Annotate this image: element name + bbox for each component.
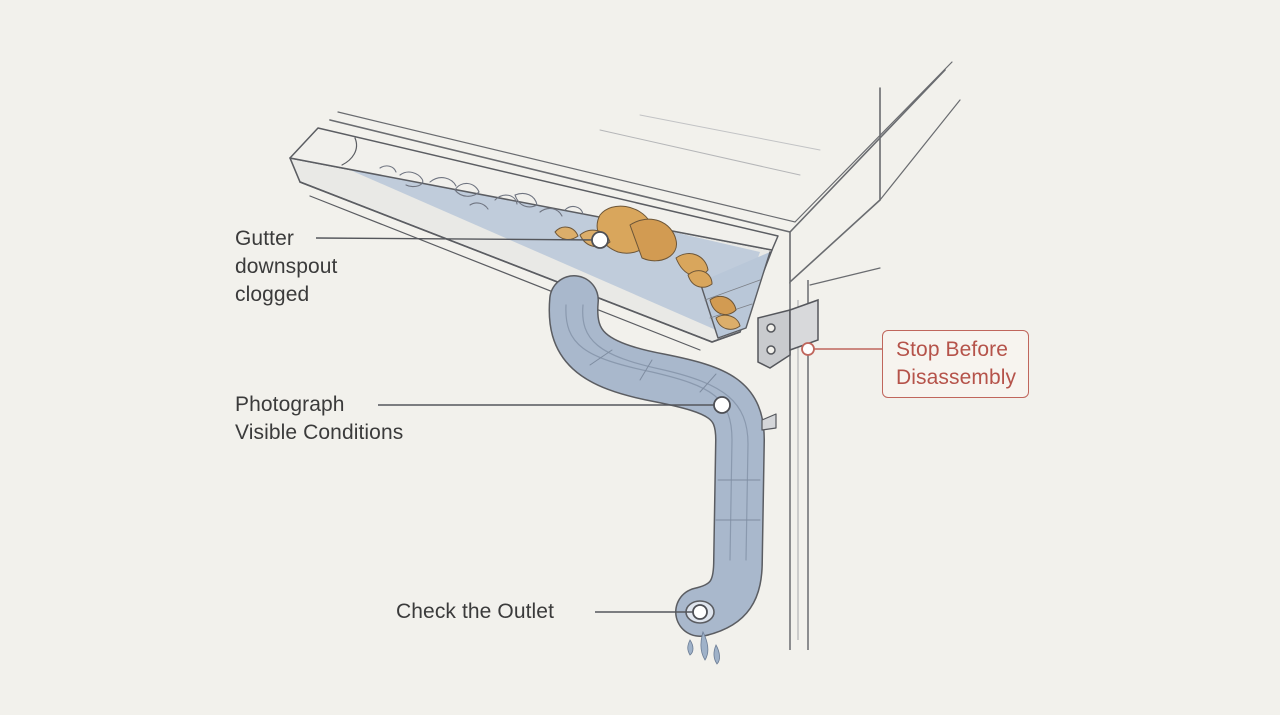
hanger-bracket <box>757 298 819 369</box>
label-photograph: Photograph Visible Conditions <box>235 393 404 444</box>
downspout-pipe <box>548 275 777 637</box>
roof-corner <box>329 61 961 286</box>
marker-clog <box>591 231 609 249</box>
leader-lines <box>315 237 882 613</box>
callout-markers <box>591 231 815 620</box>
label-stop-before-disassembly: Stop Before Disassembly <box>882 330 1030 398</box>
gutter-water <box>340 155 760 330</box>
label-gutter-clogged: Gutter downspout clogged <box>235 227 338 306</box>
marker-outlet <box>692 604 708 620</box>
label-check-outlet: Check the Outlet <box>396 600 555 623</box>
water-drops <box>687 630 720 665</box>
marker-stop <box>801 342 815 356</box>
debris-scribbles <box>379 165 584 217</box>
marker-photograph <box>713 396 731 414</box>
